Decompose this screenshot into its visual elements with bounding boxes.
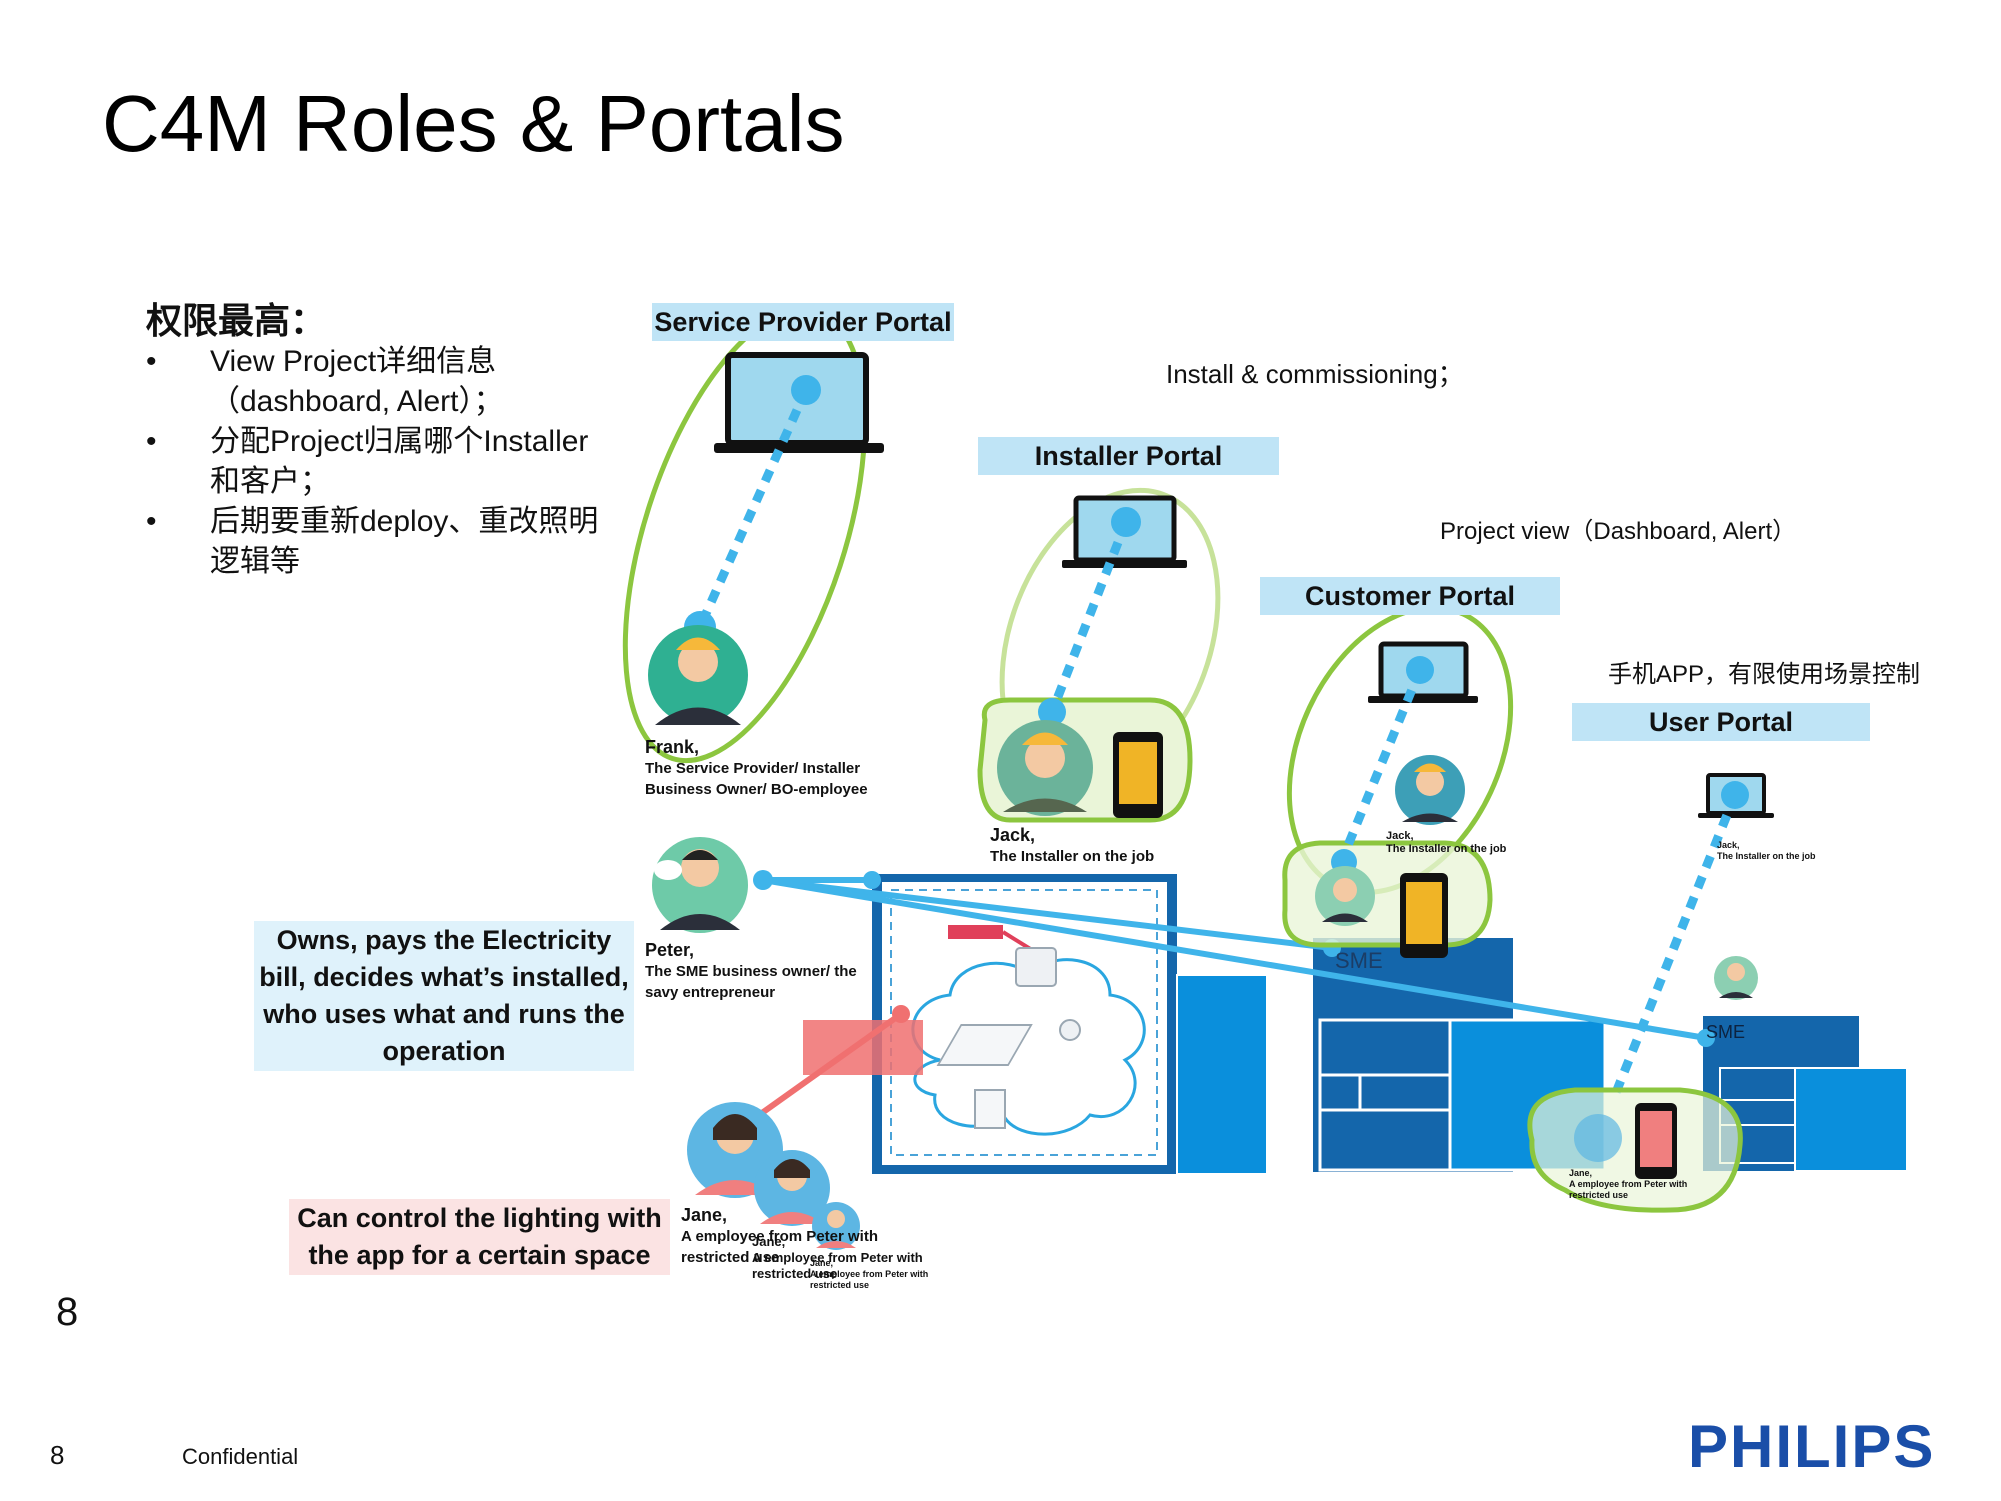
avatar xyxy=(1395,755,1465,825)
person-name: Jack, xyxy=(1386,830,1414,842)
owner-links xyxy=(762,877,1707,1041)
owner-callout: Owns, pays the Electricity bill, decides… xyxy=(254,921,634,1071)
person-name: Jack, xyxy=(990,825,1036,845)
list-item: • 分配Project归属哪个Installer 和客户； xyxy=(146,422,616,502)
jane-user-caption: Jane, A employee from Peter with restric… xyxy=(1569,1168,1687,1201)
cloud-icon xyxy=(911,958,1146,1136)
person-name: Jack, xyxy=(1717,840,1740,850)
avatar xyxy=(997,720,1093,816)
avatar xyxy=(648,625,748,725)
person-name: Peter, xyxy=(645,940,695,960)
sme-label: SME xyxy=(1335,948,1383,973)
person-role: A employee from Peter with xyxy=(810,1269,929,1279)
person-role: A employee from Peter with xyxy=(681,1228,878,1245)
page-title: C4M Roles & Portals xyxy=(102,79,845,168)
jack-tiny-caption: Jack, The Installer on the job xyxy=(1717,840,1816,862)
highlight-box xyxy=(803,1020,923,1075)
person-role: restricted use xyxy=(810,1280,870,1290)
list-item: • 后期要重新deploy、重改照明逻辑等 xyxy=(146,502,616,582)
phone-icon xyxy=(1113,732,1163,818)
privilege-list: • View Project详细信息（dashboard, Alert）； • … xyxy=(146,342,616,582)
user-portal-label: User Portal xyxy=(1572,703,1870,741)
person-role: restricted use xyxy=(681,1249,780,1266)
person-name: Jane, xyxy=(681,1205,728,1225)
installer-portal-label: Installer Portal xyxy=(978,437,1279,475)
link-node xyxy=(892,1005,910,1023)
employee-link xyxy=(750,1011,903,1123)
person-role: Business Owner/ BO-employee xyxy=(645,781,868,798)
person-role: A employee from Peter with xyxy=(752,1250,923,1265)
person-role: The Installer on the job xyxy=(1386,843,1507,855)
building-sme-user xyxy=(1703,1016,1908,1172)
router-icon xyxy=(948,925,1057,987)
person-role: restricted use xyxy=(752,1266,838,1281)
peter-caption: Peter, The SME business owner/ the savy … xyxy=(645,939,857,1003)
jack-small-caption: Jack, The Installer on the job xyxy=(1386,830,1506,856)
service-provider-portal-label: Service Provider Portal xyxy=(652,303,954,341)
phone-icon xyxy=(1635,1103,1677,1179)
bullet-text: View Project详细信息（dashboard, Alert）； xyxy=(210,345,504,418)
user-portal-group xyxy=(1527,773,1774,1213)
service-provider-group xyxy=(622,306,884,764)
phone-icon xyxy=(1400,873,1448,958)
mobile-app-note: 手机APP，有限使用场景控制 xyxy=(1608,661,1921,688)
jack-caption: Jack, The Installer on the job xyxy=(990,824,1154,867)
laptop-icon xyxy=(714,352,884,453)
installer-group xyxy=(977,487,1221,823)
privilege-heading: 权限最高： xyxy=(146,300,327,342)
person-name: Jane, xyxy=(752,1234,786,1249)
bullet-marker: • xyxy=(146,505,157,538)
avatar xyxy=(1714,956,1758,1000)
jane-2-caption: Jane, A employee from Peter with restric… xyxy=(752,1234,923,1282)
person-role: The Service Provider/ Installer xyxy=(645,760,861,777)
person-role: restricted use xyxy=(1569,1190,1629,1200)
bullet-text: 分配Project归属哪个Installer 和客户； xyxy=(210,425,589,498)
person-role: The Installer on the job xyxy=(990,848,1155,865)
person-role: savy entrepreneur xyxy=(645,984,776,1001)
bullet-marker: • xyxy=(146,345,157,378)
project-view-note: Project view（Dashboard, Alert） xyxy=(1440,518,1797,545)
jane-3-caption: Jane, A employee from Peter with restric… xyxy=(810,1258,928,1291)
person-role: The SME business owner/ the xyxy=(645,963,857,980)
person-role: The Installer on the job xyxy=(1717,851,1816,861)
link-node xyxy=(863,871,881,889)
list-item: • View Project详细信息（dashboard, Alert）； xyxy=(146,342,616,422)
bullet-text: 后期要重新deploy、重改照明逻辑等 xyxy=(210,505,599,578)
footer-page-number: 8 xyxy=(50,1440,65,1470)
philips-logo: PHILIPS xyxy=(1688,1413,1936,1480)
sme-label: SME xyxy=(1706,1022,1746,1042)
customer-portal-label: Customer Portal xyxy=(1260,577,1560,615)
person-role: A employee from Peter with xyxy=(1569,1179,1688,1189)
avatar xyxy=(652,837,748,933)
wifi-icon xyxy=(936,1019,1081,1129)
avatar xyxy=(812,1202,860,1250)
link-node xyxy=(753,870,773,890)
avatar xyxy=(754,1150,830,1226)
confidential-label: Confidential xyxy=(182,1444,299,1469)
person-name: Jane, xyxy=(1569,1168,1593,1178)
jane-caption: Jane, A employee from Peter with restric… xyxy=(681,1204,878,1268)
frank-caption: Frank, The Service Provider/ Installer B… xyxy=(645,736,868,800)
bullet-marker: • xyxy=(146,425,157,458)
link-node xyxy=(1697,1029,1715,1047)
person-name: Jane, xyxy=(810,1258,834,1268)
avatar xyxy=(1315,866,1375,926)
employee-callout: Can control the lighting with the app fo… xyxy=(289,1199,670,1275)
customer-group xyxy=(1282,605,1514,958)
person-name: Frank, xyxy=(645,737,700,757)
page-number: 8 xyxy=(56,1290,79,1334)
install-note: Install & commissioning； xyxy=(1166,359,1464,389)
